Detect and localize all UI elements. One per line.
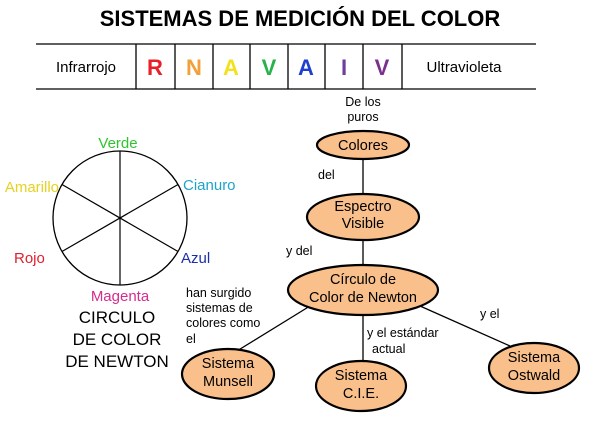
wheel-label-amarillo: Amarillo — [5, 179, 59, 196]
newton-color-wheel: Verde Cianuro Azul Magenta Rojo Amarillo… — [5, 135, 236, 371]
node-munsell: Sistema Munsell — [180, 347, 276, 401]
node-munsell-label-2: Munsell — [203, 374, 253, 390]
spectrum-letter-yellow: A — [223, 55, 239, 80]
spectrum-letter-blue: A — [298, 55, 314, 80]
ultraviolet-label: Ultravioleta — [426, 59, 502, 76]
edge-label-del: del — [318, 168, 335, 182]
node-colores-shape — [315, 129, 411, 161]
edge-label-top-1: De los — [345, 95, 380, 109]
node-colores: Colores — [315, 129, 411, 161]
edge-label-han-surgido-1: han surgido — [186, 286, 251, 300]
node-cie: Sistema C.I.E. — [314, 359, 408, 413]
wheel-spoke — [61, 183, 179, 253]
node-munsell-label-1: Sistema — [202, 356, 255, 372]
node-espectro: Espectro Visible — [305, 192, 421, 242]
node-circulo: Círculo de Color de Newton — [286, 263, 440, 317]
wheel-label-azul: Azul — [181, 250, 210, 267]
edge-label-han-surgido-2: sistemas de — [186, 301, 253, 315]
edge-label-han-surgido-4: el — [186, 332, 196, 346]
wheel-label-magenta: Magenta — [91, 288, 150, 305]
wheel-caption-line-3: DE NEWTON — [65, 352, 169, 371]
wheel-label-cianuro: Cianuro — [183, 177, 236, 194]
edge-label-estandar-2: actual — [372, 342, 405, 356]
edge-label-estandar-1: y el estándar — [367, 326, 439, 340]
node-munsell-shape — [180, 347, 276, 401]
concept-map-edges — [231, 159, 511, 360]
node-ostwald-label-2: Ostwald — [508, 368, 560, 384]
node-cie-shape — [314, 359, 408, 413]
node-circulo-label-2: Color de Newton — [309, 290, 417, 306]
node-ostwald: Sistema Ostwald — [487, 341, 581, 395]
edge-circulo-ostwald — [419, 305, 511, 347]
wheel-label-rojo: Rojo — [14, 250, 45, 267]
node-ostwald-label-1: Sistema — [508, 350, 561, 366]
spectrum-letter-orange: N — [186, 55, 202, 80]
spectrum-letter-violet: V — [375, 55, 390, 80]
wheel-label-verde: Verde — [98, 135, 137, 152]
spectrum-band: Infrarrojo Ultravioleta R N A V A I V — [36, 43, 536, 90]
node-circulo-shape — [286, 263, 440, 317]
node-circulo-label-1: Círculo de — [330, 272, 396, 288]
spectrum-letter-red: R — [147, 55, 163, 80]
spectrum-letter-green: V — [262, 55, 277, 80]
page-title: SISTEMAS DE MEDICIÓN DEL COLOR — [100, 6, 501, 31]
node-ostwald-shape — [487, 341, 581, 395]
node-espectro-label-1: Espectro — [334, 199, 391, 215]
node-colores-label: Colores — [338, 138, 388, 154]
wheel-caption-line-1: CIRCULO — [79, 308, 156, 327]
edge-label-top-2: puros — [347, 110, 378, 124]
edge-label-han-surgido-3: colores como — [186, 316, 260, 330]
edge-circulo-munsell — [231, 305, 311, 355]
node-espectro-shape — [305, 192, 421, 242]
infrared-label: Infrarrojo — [56, 59, 116, 76]
node-cie-label-1: Sistema — [335, 368, 388, 384]
node-cie-label-2: C.I.E. — [343, 386, 379, 402]
wheel-caption-line-2: DE COLOR — [73, 330, 162, 349]
spectrum-letter-indigo: I — [341, 55, 347, 80]
edge-label-y-el: y el — [480, 307, 499, 321]
node-espectro-label-2: Visible — [342, 216, 384, 232]
edge-labels: De los puros del y del han surgido siste… — [186, 95, 499, 356]
edge-label-y-del: y del — [286, 244, 312, 258]
